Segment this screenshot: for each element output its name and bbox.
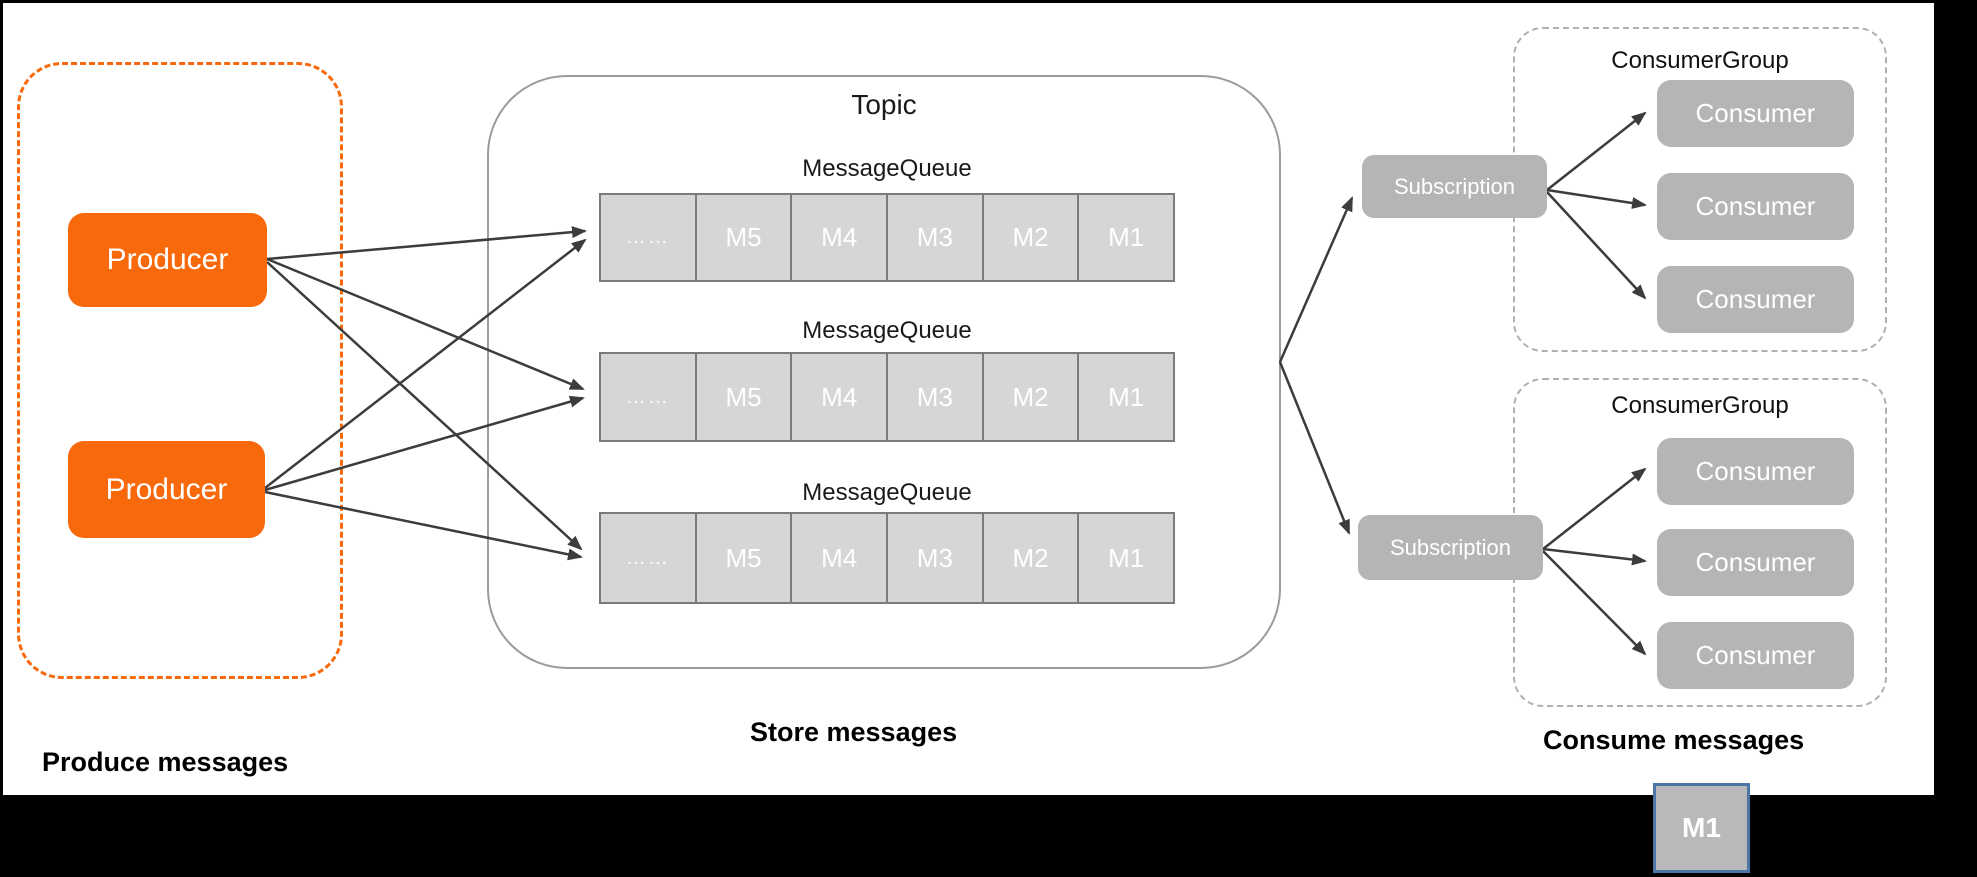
queue-cell: …… [599,193,697,282]
queue-cell: M4 [790,352,889,442]
queue-cell: M3 [886,512,984,604]
queue-cell: M2 [981,193,1080,282]
producer-box-2: Producer [68,441,265,538]
consumer-box: Consumer [1657,80,1854,147]
queue-cell: …… [599,512,697,604]
queue-cell: …… [599,352,697,442]
consumer-box: Consumer [1657,529,1854,596]
store-messages-label: Store messages [750,717,958,747]
consumer-group-title: ConsumerGroup [1611,47,1789,74]
queue-cell: M5 [694,352,793,442]
consume-messages-label: Consume messages [1543,725,1805,755]
queue-cell: M5 [694,193,793,282]
message-queue-row-1: …… M5 M4 M3 M2 M1 [599,193,1176,282]
message-queue-label-3: MessageQueue [802,479,972,506]
message-queue-label-1: MessageQueue [802,155,972,182]
message-queue-label-2: MessageQueue [802,317,972,344]
queue-cell: M4 [790,193,889,282]
queue-cell: M3 [886,193,984,282]
topic-container: Topic MessageQueue …… M5 M4 M3 M2 M1 Mes… [487,75,1281,669]
queue-cell: M4 [790,512,889,604]
produce-messages-label: Produce messages [42,747,289,777]
consumer-group-2: ConsumerGroup Consumer Consumer Consumer [1513,378,1887,707]
consumer-box: Consumer [1657,622,1854,689]
queue-cell: M1 [1077,193,1176,282]
queue-cell: M5 [694,512,793,604]
producer-box-1: Producer [68,213,267,307]
consumer-box: Consumer [1657,266,1854,333]
consumer-group-title: ConsumerGroup [1611,392,1789,419]
queue-cell: M3 [886,352,984,442]
consumer-group-1: ConsumerGroup Consumer Consumer Consumer [1513,27,1887,352]
subscription-box-1: Subscription [1362,155,1547,218]
queue-cell: M2 [981,352,1080,442]
consumer-box: Consumer [1657,173,1854,240]
consumer-box: Consumer [1657,438,1854,505]
subscription-box-2: Subscription [1358,515,1543,580]
message-queue-row-3: …… M5 M4 M3 M2 M1 [599,512,1176,604]
queue-cell: M1 [1077,352,1176,442]
producer-zone-dashed-container [17,62,343,679]
queue-cell: M1 [1077,512,1176,604]
floating-message-box: M1 [1653,783,1750,873]
topic-title: Topic [851,89,917,120]
queue-cell: M2 [981,512,1080,604]
message-queue-row-2: …… M5 M4 M3 M2 M1 [599,352,1176,442]
